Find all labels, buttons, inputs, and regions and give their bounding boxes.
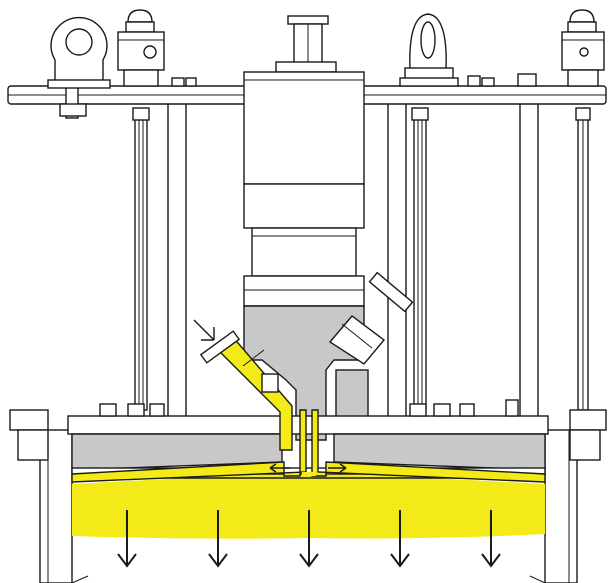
guide-rods [132,99,591,419]
container-walls [39,429,578,583]
arrow-down-icon [208,510,228,568]
yellow-channels [71,409,546,483]
lifting-eye-left [47,16,111,89]
lifting-eye-right [399,13,459,87]
inlet-pipe [199,330,293,451]
nut-block-left [117,9,165,87]
arrow-down-icon [117,510,137,568]
arrow-left-icon [269,463,290,473]
press-platens [67,415,549,479]
frame-brackets [9,399,607,461]
arrow-down-icon [481,510,501,568]
channel-arrows [269,463,347,473]
nut-block-right [561,9,605,87]
material-body [72,471,545,539]
arrow-right-icon [328,463,347,473]
arrow-down-icon [299,510,319,568]
outlet-pipe [328,271,414,365]
beam-bolts [171,73,537,87]
arrow-down-right-icon [193,319,215,341]
arrow-down-icon [390,510,410,568]
top-spindle [275,15,337,73]
main-housing [243,71,365,307]
outflow-arrows [117,510,501,568]
